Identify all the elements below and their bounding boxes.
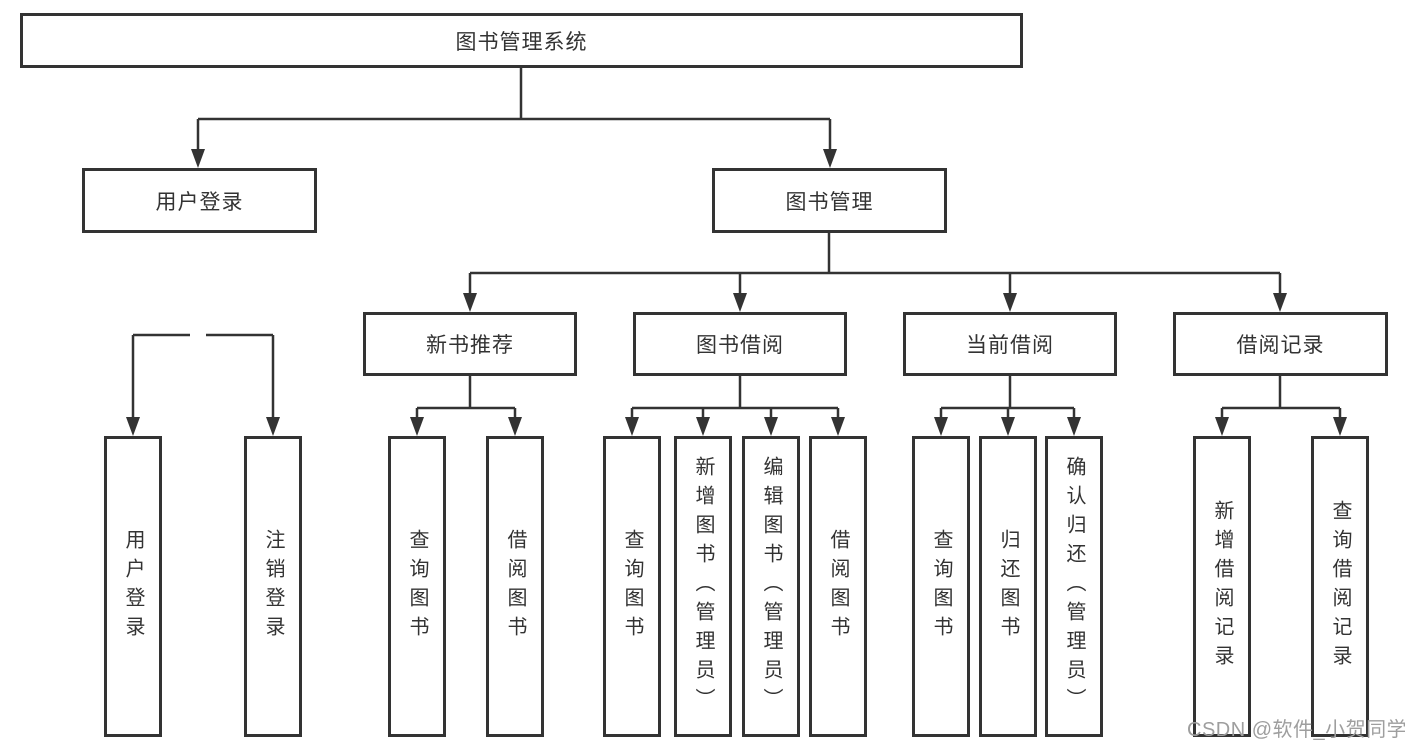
leaf-query-books-rec-label: 查询图书 [406,528,428,645]
leaf-add-book-admin: 新增图书（管理员） [674,436,732,737]
csdn-watermark: CSDN @软件_小贺同学 [1187,719,1405,741]
leaf-return-book: 归还图书 [979,436,1037,737]
node-new-book-rec-label: 新书推荐 [426,334,514,357]
node-book-mgmt-label: 图书管理 [785,190,874,214]
leaf-user-login-label: 用户登录 [122,528,144,645]
leaf-query-books-rec: 查询图书 [388,436,446,737]
node-root: 图书管理系统 [20,13,1023,68]
node-root-label: 图书管理系统 [455,30,588,54]
leaf-borrow-books: 借阅图书 [809,436,867,737]
node-current-borrow: 当前借阅 [903,312,1117,376]
leaf-query-books-borrow-label: 查询图书 [621,528,643,645]
node-user-login-label: 用户登录 [155,190,244,214]
leaf-query-books-borrow: 查询图书 [603,436,661,737]
node-new-book-rec: 新书推荐 [363,312,577,376]
leaf-query-books-current: 查询图书 [912,436,970,737]
leaf-query-borrow-record-label: 查询借阅记录 [1329,499,1351,674]
leaf-add-borrow-record: 新增借阅记录 [1193,436,1251,737]
leaf-confirm-return-admin: 确认归还（管理员） [1045,436,1103,737]
node-book-borrow: 图书借阅 [633,312,847,376]
connector-shafts [131,68,1342,420]
leaf-borrow-books-label: 借阅图书 [827,528,849,645]
leaf-return-book-label: 归还图书 [997,528,1019,645]
leaf-edit-book-admin: 编辑图书（管理员） [742,436,800,737]
leaf-logout: 注销登录 [244,436,302,737]
node-book-mgmt: 图书管理 [712,168,947,233]
leaf-add-borrow-record-label: 新增借阅记录 [1211,499,1233,674]
leaf-borrow-books-rec: 借阅图书 [486,436,544,737]
node-user-login: 用户登录 [82,168,317,233]
node-borrow-records-label: 借阅记录 [1236,334,1325,357]
leaf-user-login: 用户登录 [104,436,162,737]
node-current-borrow-label: 当前借阅 [966,334,1054,357]
leaf-borrow-books-rec-label: 借阅图书 [504,528,526,645]
node-book-borrow-label: 图书借阅 [696,334,784,357]
leaf-query-borrow-record: 查询借阅记录 [1311,436,1369,737]
leaf-logout-label: 注销登录 [262,528,284,645]
node-borrow-records: 借阅记录 [1173,312,1388,376]
leaf-add-book-admin-label: 新增图书（管理员） [692,456,714,717]
leaf-edit-book-admin-label: 编辑图书（管理员） [760,456,782,717]
leaf-query-books-current-label: 查询图书 [930,528,952,645]
leaf-confirm-return-admin-label: 确认归还（管理员） [1063,456,1085,717]
